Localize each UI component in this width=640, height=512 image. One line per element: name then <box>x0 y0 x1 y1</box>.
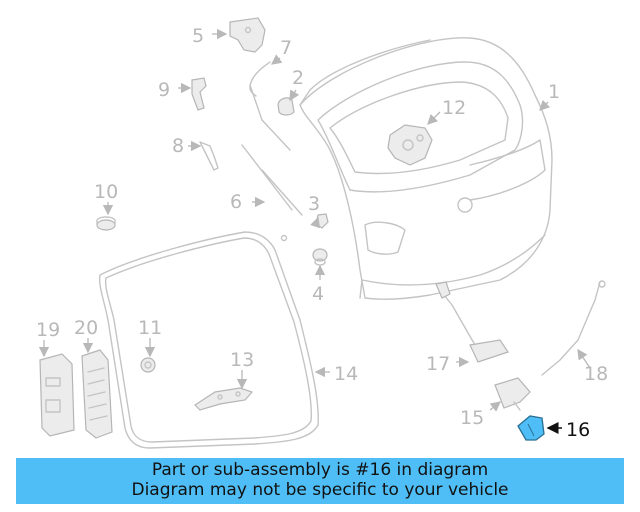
callout-18: 18 <box>584 363 608 385</box>
cap-part-10 <box>96 216 116 231</box>
bracket-part-9 <box>191 77 207 111</box>
callout-16: 16 <box>566 419 590 441</box>
callout-20: 20 <box>74 317 98 339</box>
callout-10: 10 <box>94 181 118 203</box>
cable-part-7 <box>249 61 271 97</box>
hinge-part-5 <box>229 17 266 53</box>
callout-19: 19 <box>36 319 60 341</box>
fastener-part-3 <box>315 213 329 229</box>
callout-3: 3 <box>308 193 320 215</box>
callout-7: 7 <box>280 37 292 59</box>
banner-line-1: Part or sub-assembly is #16 in diagram <box>151 460 489 480</box>
grommet-part-11 <box>140 357 156 373</box>
leader-lines <box>38 28 591 434</box>
lock-assembly-12 <box>387 124 433 166</box>
callout-4: 4 <box>312 283 324 305</box>
highlighted-part-16[interactable] <box>517 415 545 441</box>
callout-12: 12 <box>442 97 466 119</box>
cable-part-18 <box>541 281 601 376</box>
bumper-part-2 <box>277 97 295 116</box>
panel-part-19 <box>39 353 75 437</box>
info-banner: Part or sub-assembly is #16 in diagram D… <box>16 458 624 504</box>
banner-line-2: Diagram may not be specific to your vehi… <box>131 480 509 500</box>
handle-part-13 <box>194 387 254 411</box>
panel-part-20 <box>81 349 113 439</box>
callout-2: 2 <box>292 67 304 89</box>
callout-11: 11 <box>138 317 162 339</box>
callout-1: 1 <box>548 81 560 103</box>
grommet-part-4 <box>312 248 328 266</box>
strut-part-6 <box>241 84 303 242</box>
liftgate-part <box>299 37 553 300</box>
callout-15: 15 <box>460 407 484 429</box>
callout-17: 17 <box>426 353 450 375</box>
callout-13: 13 <box>230 349 254 371</box>
callout-9: 9 <box>158 79 170 101</box>
release-switch-part-17 <box>435 281 509 363</box>
callout-6: 6 <box>230 191 242 213</box>
callout-5: 5 <box>192 25 204 47</box>
latch-part-15 <box>494 377 531 411</box>
callout-14: 14 <box>334 363 358 385</box>
callout-8: 8 <box>172 135 184 157</box>
clip-part-8 <box>199 141 219 171</box>
weatherstrip-part-14 <box>98 231 319 449</box>
